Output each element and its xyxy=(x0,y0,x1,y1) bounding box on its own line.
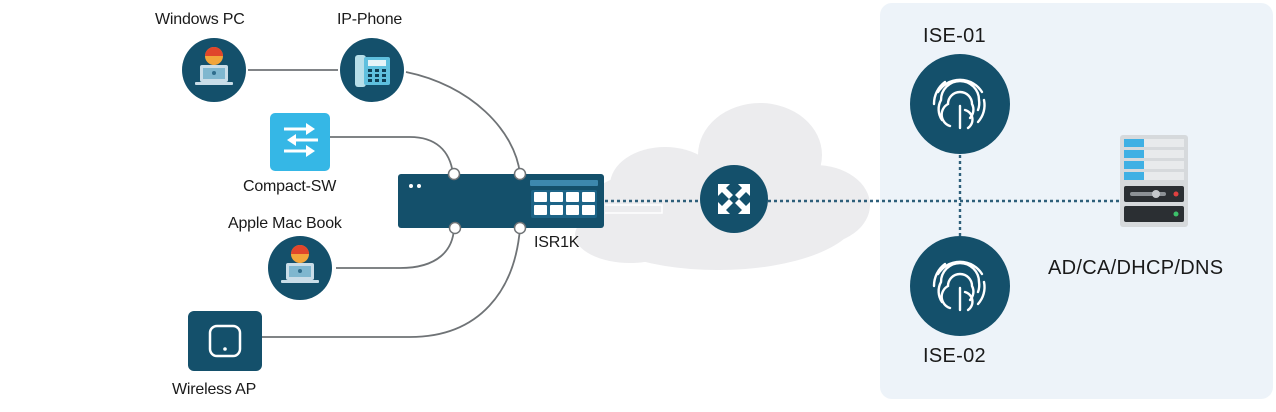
label-compact-sw: Compact-SW xyxy=(243,178,337,195)
node-compact-sw xyxy=(270,113,330,171)
label-ise-02: ISE-02 xyxy=(923,345,986,367)
label-ip-phone: IP-Phone xyxy=(337,11,403,28)
link-apple-mac-isr xyxy=(336,227,455,269)
isr-wan-stub xyxy=(605,204,663,214)
fingerprint-icon xyxy=(932,260,986,312)
ip-phone-icon xyxy=(355,55,390,87)
compact-sw-badge xyxy=(270,113,330,171)
user-laptop-icon xyxy=(281,245,319,283)
node-windows-pc xyxy=(182,38,246,102)
router-chassis-icon xyxy=(409,180,598,218)
link-compact-sw-isr xyxy=(330,136,454,175)
label-apple-mac-book: Apple Mac Book xyxy=(228,215,342,232)
user-laptop-icon xyxy=(195,47,233,85)
ise-01-badge xyxy=(910,54,1010,154)
router-arrows-icon xyxy=(718,184,750,214)
switch-arrows-icon xyxy=(284,123,318,157)
node-isr1k xyxy=(398,167,604,235)
label-ise-01: ISE-01 xyxy=(923,25,986,47)
wireless-ap-badge xyxy=(188,311,262,371)
node-ise-01 xyxy=(910,54,1010,154)
access-point-icon xyxy=(208,324,242,358)
node-wireless-ap xyxy=(188,311,262,371)
ise-02-badge xyxy=(910,236,1010,336)
link-wireless-ap-isr xyxy=(262,227,521,338)
dotted-links xyxy=(605,155,1120,240)
label-windows-pc: Windows PC xyxy=(155,11,245,28)
node-wan-router xyxy=(700,165,768,233)
access-links xyxy=(248,69,521,338)
server-rack-icon xyxy=(1120,135,1188,227)
isr1k-ports xyxy=(447,167,527,235)
label-ad-server: AD/CA/DHCP/DNS xyxy=(1048,257,1224,279)
node-ip-phone xyxy=(340,38,404,102)
label-wireless-ap: Wireless AP xyxy=(172,381,257,398)
fingerprint-icon xyxy=(932,78,986,130)
link-ip-phone-isr xyxy=(405,71,521,175)
label-isr1k: ISR1K xyxy=(534,234,580,251)
node-ise-02 xyxy=(910,236,1010,336)
node-ad-server xyxy=(1120,135,1188,227)
node-apple-mac-book xyxy=(268,236,332,300)
wan-router-badge xyxy=(700,165,768,233)
